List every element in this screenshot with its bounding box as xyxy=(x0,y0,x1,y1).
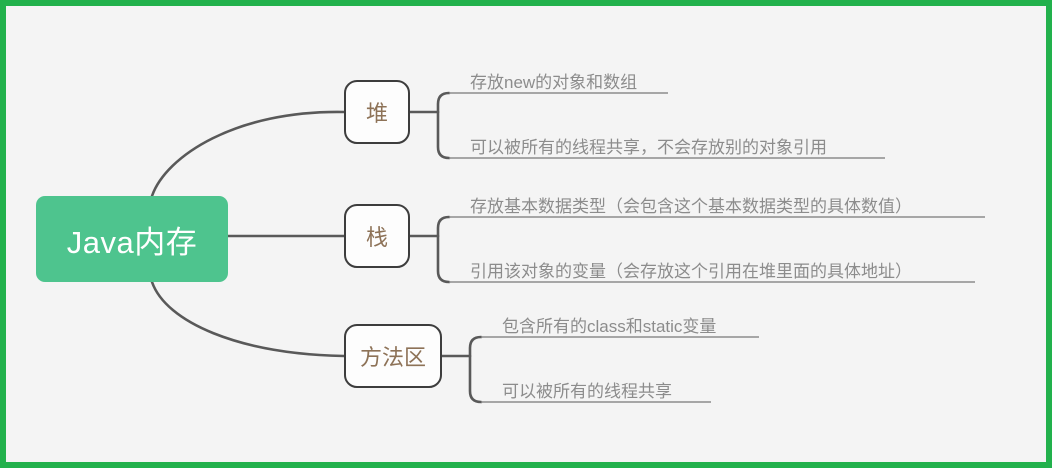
branch-node-method-area-label: 方法区 xyxy=(359,345,426,370)
bracket-stack-spine xyxy=(436,215,451,284)
leaf-heap-2: 可以被所有的线程共享，不会存放别的对象引用 xyxy=(470,138,827,157)
connector-root-to-method-area xyxy=(150,280,346,358)
leaf-method-area-2: 可以被所有的线程共享 xyxy=(502,382,672,401)
mindmap-connectors xyxy=(150,91,985,404)
bracket-method-area-spine xyxy=(468,335,483,404)
bracket-heap-spine xyxy=(436,91,451,160)
branch-node-method-area[interactable]: 方法区 xyxy=(344,324,442,388)
branch-node-heap-label: 堆 xyxy=(365,101,388,126)
branch-node-heap[interactable]: 堆 xyxy=(344,80,410,144)
root-node[interactable]: Java内存 xyxy=(36,196,228,282)
leaf-stack-2: 引用该对象的变量（会存放这个引用在堆里面的具体地址） xyxy=(470,262,912,281)
leaf-stack-1: 存放基本数据类型（会包含这个基本数据类型的具体数值） xyxy=(470,197,912,216)
leaf-method-area-1: 包含所有的class和static变量 xyxy=(502,317,717,336)
root-node-label: Java内存 xyxy=(66,224,198,260)
leaf-heap-1: 存放new的对象和数组 xyxy=(470,73,638,92)
branch-node-stack-label: 栈 xyxy=(365,225,388,250)
connector-root-to-heap xyxy=(150,110,346,198)
branch-node-stack[interactable]: 栈 xyxy=(344,204,410,268)
